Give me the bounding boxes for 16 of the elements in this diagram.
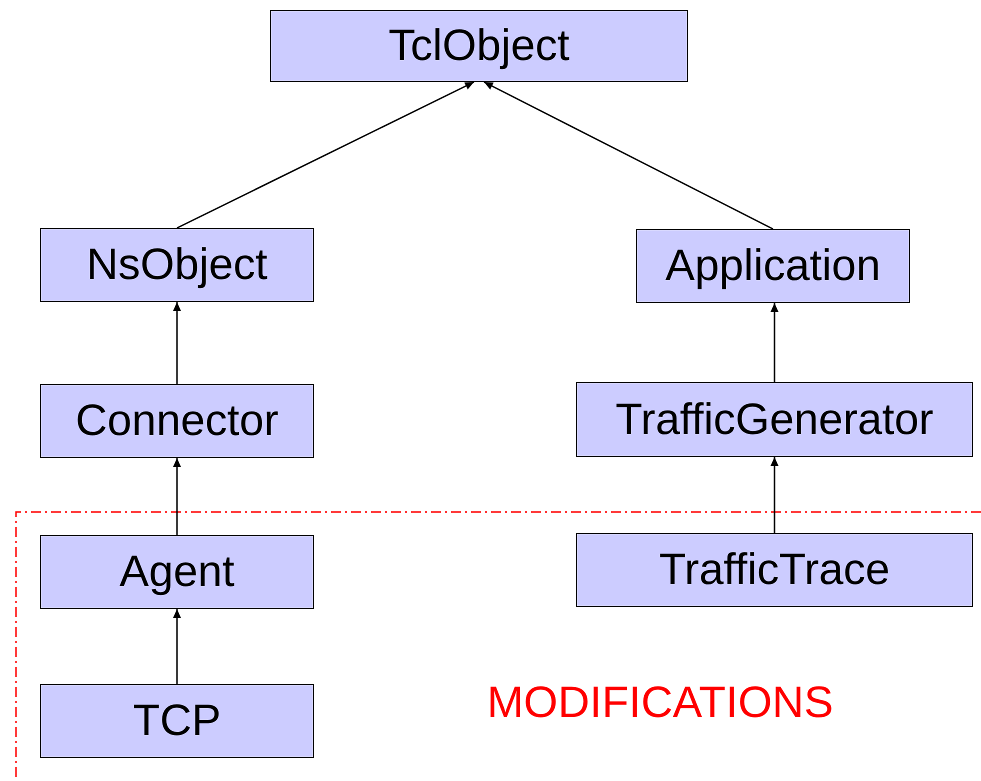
class-box: TrafficTrace (576, 533, 973, 607)
inheritance-arrow (173, 458, 181, 535)
class-box: Application (636, 229, 910, 303)
class-box: Agent (40, 535, 314, 609)
inheritance-arrow (484, 81, 774, 230)
inheritance-arrow (173, 302, 181, 384)
class-box: NsObject (40, 228, 314, 302)
inheritance-arrow (770, 457, 778, 533)
class-box: TCP (40, 684, 314, 758)
inheritance-arrow (173, 609, 181, 684)
class-box: TclObject (270, 10, 688, 82)
inheritance-arrow (770, 303, 778, 382)
inheritance-arrow (176, 81, 474, 229)
section-label: MODIFICATIONS (487, 678, 834, 728)
class-box: TrafficGenerator (576, 382, 973, 457)
class-box: Connector (40, 384, 314, 458)
